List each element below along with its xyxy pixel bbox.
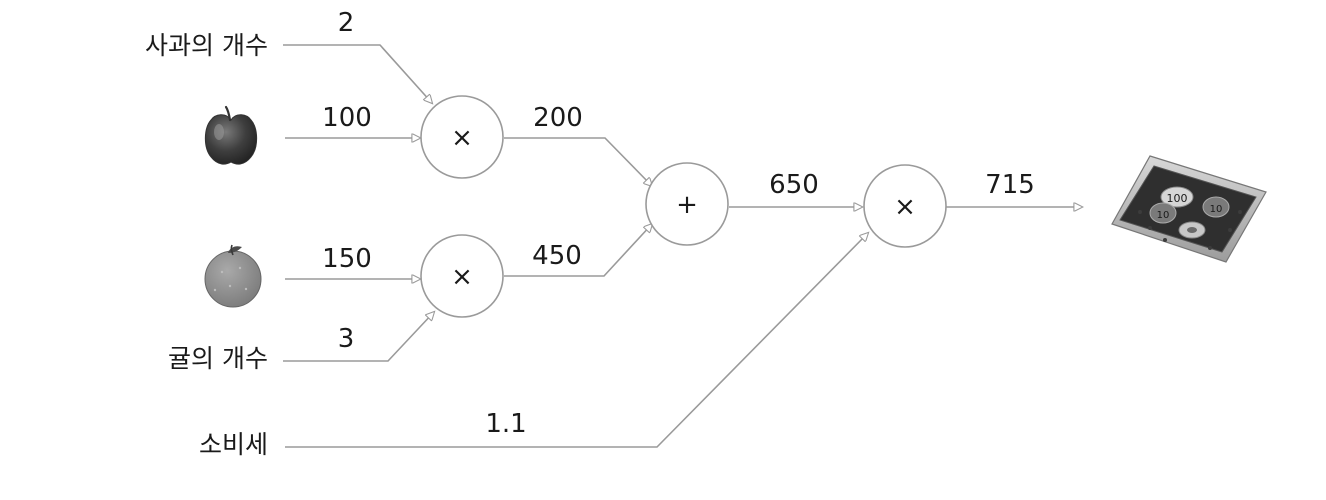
multiply-node-apple-symbol: × (451, 123, 473, 153)
orange-count-label: 귤의 개수 (168, 344, 268, 373)
multiply-node-tax-symbol: × (894, 192, 916, 222)
multiply-node-apple: × (420, 95, 504, 179)
edge-apple-total (504, 137, 652, 186)
svg-text:10: 10 (1210, 204, 1223, 215)
multiply-node-orange: × (420, 234, 504, 318)
apple-icon (204, 105, 258, 165)
multiply-node-tax: × (863, 164, 947, 248)
tax-label: 소비세 (199, 430, 268, 459)
orange-count-value: 3 (338, 324, 355, 354)
final-total-value: 715 (985, 170, 1035, 200)
apple-price-value: 100 (322, 103, 372, 133)
svg-text:10: 10 (1157, 210, 1170, 221)
add-node-symbol: + (676, 190, 698, 220)
edge-apple-count (283, 44, 432, 103)
tax-value: 1.1 (485, 409, 526, 439)
apple-total-value: 200 (533, 103, 583, 133)
multiply-node-orange-symbol: × (451, 262, 473, 292)
orange-icon (204, 244, 262, 308)
add-node: + (645, 162, 729, 246)
sum-total-value: 650 (769, 170, 819, 200)
edge-orange-total (504, 224, 652, 277)
svg-text:100: 100 (1167, 192, 1188, 205)
coin-tray-icon: 100 10 10 (1111, 155, 1267, 263)
orange-price-value: 150 (322, 244, 372, 274)
orange-total-value: 450 (532, 241, 582, 271)
apple-count-label: 사과의 개수 (145, 31, 268, 60)
apple-count-value: 2 (338, 8, 355, 38)
edge-orange-count (283, 312, 434, 362)
edge-tax (285, 233, 868, 448)
